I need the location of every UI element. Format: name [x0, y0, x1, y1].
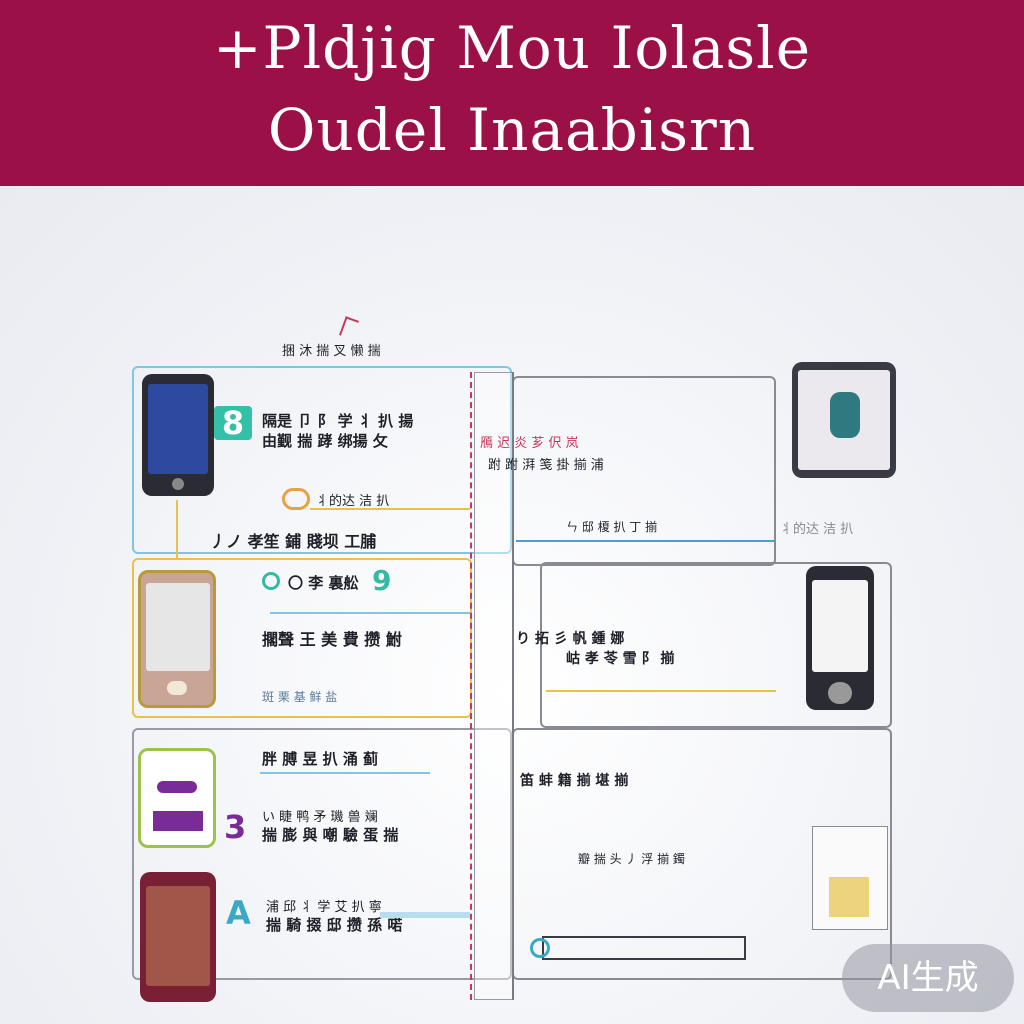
ring-icon-3 [530, 938, 550, 958]
title-banner: +Pldjig Mou Iolasle Oudel Inaabisrn [0, 0, 1024, 186]
top-label: 捆 沐 揣 叉 懒 揣 [282, 344, 381, 359]
bottom-callout [542, 936, 746, 960]
step-subtitle-3: 揣 膨 與 嘲 驗 蛋 揣 [262, 826, 399, 844]
banner-title-line-2: Oudel Inaabisrn [267, 96, 757, 164]
step-subtitle-2: 擱聲 王 美 費 攒 鮒 [262, 630, 402, 649]
step-title-2: 〇 李 裏舩 [288, 574, 359, 592]
phone-icon-2 [138, 570, 216, 708]
step-subtitle-1: 由觐 揣 踍 绑揚 攵 [262, 432, 388, 450]
connector-4 [380, 912, 470, 918]
banner-title-line-1: +Pldjig Mou Iolasle [212, 14, 812, 82]
center-connector-2 [546, 690, 776, 692]
right-side-label: 丬的达 洁 扒 [780, 522, 854, 537]
center-label-2: 跗 跗 湃 笺 掛 揃 浦 [488, 458, 604, 473]
right-box-2 [540, 562, 892, 728]
step-title-3: い 睫 鸭 矛 璣 兽 斓 [262, 810, 378, 825]
phone-icon-1 [142, 374, 214, 496]
document-icon-right [812, 826, 888, 930]
phone-icon-4 [140, 872, 216, 1002]
step-tag-2: 斑 栗 基 鲜 盐 [262, 690, 338, 704]
connector-1 [310, 508, 470, 510]
ring-icon-1 [282, 488, 310, 510]
center-label-3: ㄣ 邸 榎 扒 丁 揃 [566, 520, 658, 534]
step-box-1 [132, 366, 512, 554]
center-label-4: り 拓 彡 帆 鍾 娜 [516, 631, 625, 647]
connector-vertical-1 [176, 500, 178, 558]
step-title-1: 隔是 卩 阝 学 丬 扒 揚 [262, 412, 414, 430]
center-connector-1 [516, 540, 774, 542]
step-box-3 [132, 728, 512, 980]
step-subtitle-4: 揣 騎 掇 邸 攒 孫 喏 [266, 916, 403, 934]
connector-3 [260, 772, 430, 774]
ring-label-1: 丬的达 洁 扒 [316, 494, 390, 509]
center-label-6: 笛 蚌 籍 揃 堪 揃 [520, 773, 629, 789]
center-label-7: 瓣 揣 头 丿 浮 揃 鐲 [578, 852, 685, 866]
step-title-4: 浦 邱 丬 学 艾 扒 寧 [266, 900, 382, 915]
tablet-icon-right [792, 362, 896, 478]
phone-icon-right [806, 566, 874, 710]
step-number-1: 8 [214, 406, 252, 440]
ai-generated-badge: AI生成 [842, 944, 1014, 1012]
connector-2 [270, 612, 470, 614]
step-tag-3: 胖 膊 昱 扒 涌 蓟 [262, 750, 379, 768]
step-number-2: 9 [372, 564, 392, 597]
timeline-line-right [512, 372, 514, 1000]
timeline-line-left [470, 372, 474, 1000]
center-label-5: 岵 孝 苓 雪 阝 揃 [566, 651, 675, 667]
ring-icon-2 [262, 572, 280, 590]
center-label-1: 鴈 迟 炎 芗 伬 岚 [480, 436, 579, 451]
step-number-4: A [226, 894, 251, 932]
step-number-3: 3 [224, 808, 247, 846]
step-tag-1: 丿ノ 孝笙 鋪 賤坝 工脯 [210, 532, 377, 551]
phone-icon-3 [138, 748, 216, 848]
